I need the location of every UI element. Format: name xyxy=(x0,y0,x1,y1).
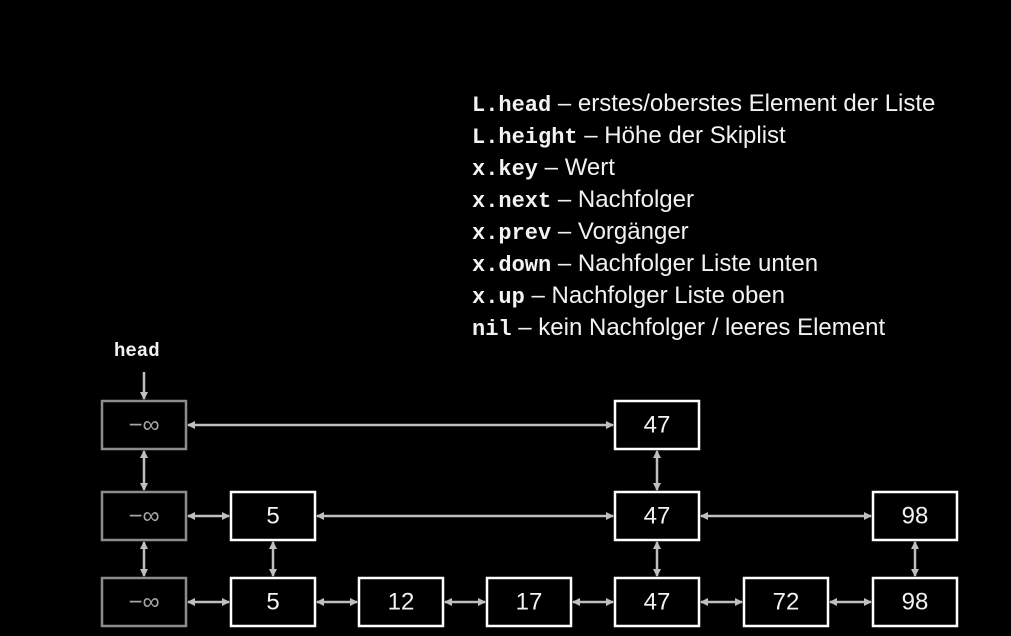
skiplist-node: 47 xyxy=(613,576,701,628)
legend-key: nil xyxy=(472,317,512,342)
node-key-label: −∞ xyxy=(128,411,159,438)
node-key-label: 5 xyxy=(266,588,279,615)
node-key-label: 47 xyxy=(644,588,671,615)
node-box xyxy=(613,576,701,628)
legend-desc: – erstes/oberstes Element der Liste xyxy=(551,90,936,117)
node-box xyxy=(100,576,188,628)
node-key-label: 98 xyxy=(902,502,929,529)
legend-row: x.prev – Vorgänger xyxy=(472,216,935,248)
legend: L.head – erstes/oberstes Element der Lis… xyxy=(472,88,935,344)
sentinel-node: −∞ xyxy=(100,399,188,451)
skiplist-node: 47 xyxy=(613,490,701,542)
node-key-label: 5 xyxy=(266,502,279,529)
legend-desc: – Vorgänger xyxy=(551,218,689,245)
legend-row: x.down – Nachfolger Liste unten xyxy=(472,248,935,280)
node-box xyxy=(357,576,445,628)
legend-row: L.height – Höhe der Skiplist xyxy=(472,120,935,152)
node-box xyxy=(485,576,573,628)
node-box xyxy=(742,576,830,628)
legend-key: x.down xyxy=(472,253,552,278)
legend-key: L.head xyxy=(472,93,552,118)
legend-key: L.height xyxy=(472,125,578,150)
legend-desc: – Wert xyxy=(538,154,615,181)
node-key-label: −∞ xyxy=(128,588,159,615)
legend-desc: – kein Nachfolger / leeres Element xyxy=(511,314,886,341)
legend-key: x.prev xyxy=(472,221,552,246)
legend-row: nil – kein Nachfolger / leeres Element xyxy=(472,312,935,344)
legend-row: x.up – Nachfolger Liste oben xyxy=(472,280,935,312)
legend-desc: – Nachfolger xyxy=(551,186,694,213)
skiplist-node: 72 xyxy=(742,576,830,628)
skiplist-node: 5 xyxy=(229,490,317,542)
node-box xyxy=(871,576,959,628)
node-box xyxy=(613,399,701,451)
node-box xyxy=(100,399,188,451)
skiplist-node: 5 xyxy=(229,576,317,628)
skiplist-node: 98 xyxy=(871,576,959,628)
legend-row: x.next – Nachfolger xyxy=(472,184,935,216)
legend-desc: – Höhe der Skiplist xyxy=(577,122,786,149)
node-key-label: 47 xyxy=(644,411,671,438)
skiplist-node: 98 xyxy=(871,490,959,542)
node-box xyxy=(871,490,959,542)
head-label: head xyxy=(114,340,160,362)
skiplist-node: 17 xyxy=(485,576,573,628)
node-key-label: −∞ xyxy=(128,502,159,529)
legend-key: x.key xyxy=(472,157,539,182)
sentinel-node: −∞ xyxy=(100,576,188,628)
node-box xyxy=(229,490,317,542)
legend-row: x.key – Wert xyxy=(472,152,935,184)
node-key-label: 72 xyxy=(773,588,800,615)
skiplist-node: 12 xyxy=(357,576,445,628)
sentinel-node: −∞ xyxy=(100,490,188,542)
node-box xyxy=(100,490,188,542)
legend-desc: – Nachfolger Liste oben xyxy=(524,282,785,309)
node-key-label: 12 xyxy=(388,588,415,615)
legend-row: L.head – erstes/oberstes Element der Lis… xyxy=(472,88,935,120)
legend-key: x.up xyxy=(472,285,525,310)
legend-desc: – Nachfolger Liste unten xyxy=(551,250,819,277)
node-box xyxy=(229,576,317,628)
node-key-label: 47 xyxy=(644,502,671,529)
node-box xyxy=(613,490,701,542)
skiplist-node: 47 xyxy=(613,399,701,451)
node-layer: −∞ 47 −∞ 5 47 98 −∞ 5 12 17 47 72 98 xyxy=(100,399,959,628)
node-key-label: 17 xyxy=(516,588,543,615)
link-layer xyxy=(140,372,919,606)
legend-key: x.next xyxy=(472,189,552,214)
node-key-label: 98 xyxy=(902,588,929,615)
